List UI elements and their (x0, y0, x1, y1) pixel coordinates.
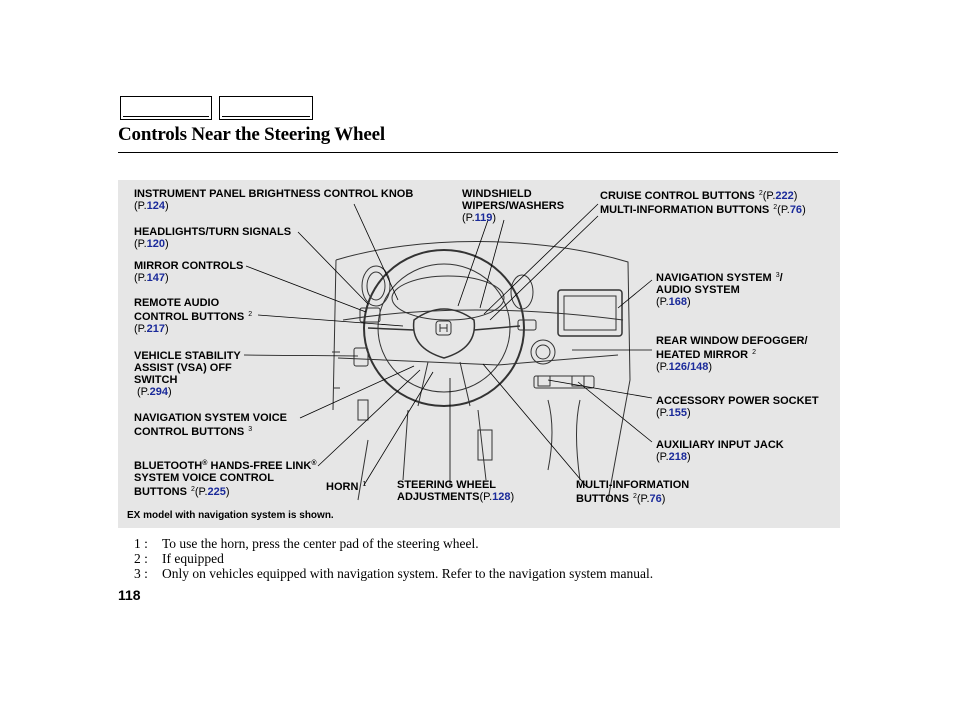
page-ref-link[interactable]: 217 (146, 323, 165, 335)
label-windshield-wipers-washers: WINDSHIELD WIPERS/WASHERS (P.119) (462, 188, 565, 224)
shift-lever (547, 399, 581, 481)
footnote-1: 1 :To use the horn, press the center pad… (134, 536, 479, 551)
accessory-socket (537, 375, 551, 387)
page-ref-link[interactable]: 76 (649, 493, 662, 505)
page-ref-link[interactable]: 124 (146, 200, 165, 212)
title-divider (118, 152, 838, 153)
label-steering-wheel-adjustments: STEERING WHEEL ADJUSTMENTS(P.128) (397, 479, 515, 503)
page-ref-link[interactable]: 222 (775, 190, 794, 202)
label-vsa-off-switch: VEHICLE STABILITY ASSIST (VSA) OFF SWITC… (134, 350, 241, 398)
dashboard-diagram (243, 203, 653, 501)
label-accessory-power-socket: ACCESSORY POWER SOCKET (P.155) (656, 395, 819, 419)
label-mirror-controls: MIRROR CONTROLS (P.147) (134, 260, 244, 284)
page-ref-link[interactable]: 120 (146, 238, 165, 250)
page-ref-link[interactable]: 119 (474, 212, 493, 224)
footnote-2: 2 :If equipped (134, 551, 224, 566)
honda-logo (435, 320, 452, 336)
instrument-hood (391, 275, 505, 321)
climate-controls (533, 375, 595, 389)
page-ref-link[interactable]: 148 (690, 361, 709, 373)
left-vent (361, 265, 391, 307)
page-ref-link[interactable]: 147 (146, 272, 165, 284)
page-ref-link[interactable]: 155 (668, 407, 687, 419)
steering-wheel-rim (363, 249, 525, 407)
label-bluetooth-hfl-voice-buttons: BLUETOOTH® HANDS-FREE LINK® SYSTEM VOICE… (134, 460, 317, 498)
page-title: Controls Near the Steering Wheel (118, 124, 385, 145)
nav-tab-table-of-contents[interactable] (219, 96, 313, 120)
audio-knob (530, 339, 556, 365)
page-ref-link[interactable]: 294 (149, 386, 168, 398)
dashboard-outline (332, 241, 631, 501)
page-ref-link[interactable]: 225 (207, 486, 226, 498)
page-ref-link[interactable]: 128 (492, 491, 511, 503)
page-ref-link[interactable]: 126 (668, 361, 687, 373)
page-number: 118 (118, 587, 141, 603)
footnotes: 1 :To use the horn, press the center pad… (134, 536, 653, 581)
steering-wheel-hub (412, 308, 476, 359)
page-ref-link[interactable]: 76 (789, 204, 803, 216)
label-headlights-turn-signals: HEADLIGHTS/TURN SIGNALS (P.120) (134, 226, 292, 250)
aux-jack (571, 375, 585, 387)
page-ref-link[interactable]: 218 (668, 451, 687, 463)
illustration-caption: EX model with navigation system is shown… (127, 510, 334, 521)
label-auxiliary-input-jack: AUXILIARY INPUT JACK (P.218) (656, 439, 784, 463)
dashboard-illustration-panel: INSTRUMENT PANEL BRIGHTNESS CONTROL KNOB… (118, 180, 840, 528)
footnote-3: 3 :Only on vehicles equipped with naviga… (134, 566, 654, 581)
nav-tab-main-menu[interactable] (120, 96, 212, 120)
left-switches (359, 307, 381, 323)
page-ref-link[interactable]: 168 (668, 296, 687, 308)
navigation-screen (557, 289, 623, 337)
label-brightness-control-knob: INSTRUMENT PANEL BRIGHTNESS CONTROL KNOB… (134, 188, 414, 212)
